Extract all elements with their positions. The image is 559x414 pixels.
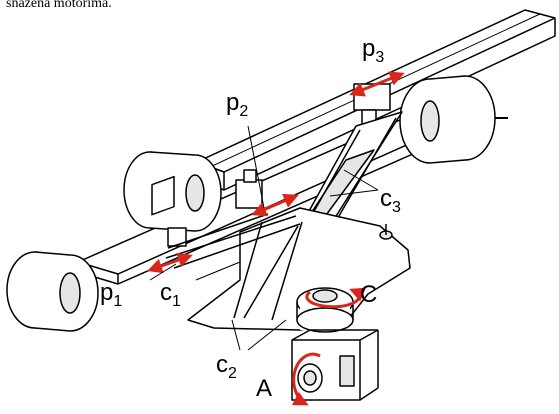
rods-c1: [165, 213, 301, 269]
arrow-p1: [147, 252, 193, 274]
arrow-p2: [251, 193, 299, 217]
label-p2: p2: [226, 89, 248, 120]
label-c2: c2: [216, 351, 237, 382]
motor-cylinder-left: [6, 251, 99, 332]
label-p3: p3: [362, 35, 384, 66]
arrow-rotation-c: [305, 287, 366, 309]
caption: snažena motorima.: [6, 0, 112, 11]
arrow-p3: [349, 71, 405, 97]
label-p1: p1: [100, 279, 122, 310]
label-c3: c3: [380, 185, 401, 216]
label-a: A: [256, 375, 272, 402]
leader-lines: [149, 125, 379, 351]
slider-p1: [151, 175, 187, 247]
motor-cylinder-right: [399, 75, 508, 164]
rods-c2: [233, 221, 303, 321]
label-c: C: [360, 281, 377, 308]
motion-arrows: [147, 71, 405, 406]
rotary-stage: [296, 287, 354, 333]
arrow-rotation-a: [291, 352, 321, 406]
label-c1: c1: [160, 279, 181, 310]
tool-assembly: [291, 329, 379, 401]
